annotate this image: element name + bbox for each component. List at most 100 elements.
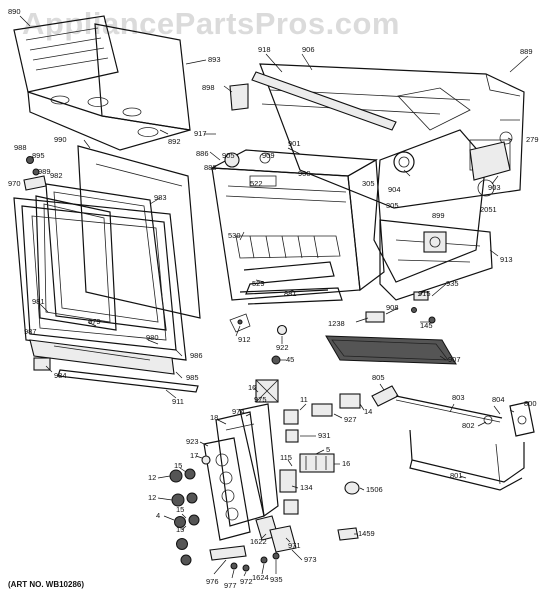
callout-895: 895 (32, 151, 45, 160)
rotisserie-motor[interactable] (509, 401, 535, 437)
callout-909: 909 (262, 151, 275, 160)
callout-915: 915 (418, 289, 431, 298)
thermostat[interactable] (279, 469, 299, 515)
callout-1459: 1459 (358, 529, 375, 538)
rotisserie-receptacle[interactable] (344, 481, 360, 495)
callout-908: 908 (386, 303, 399, 312)
rotisserie-motor-cover[interactable] (255, 379, 279, 403)
broil-element[interactable] (243, 261, 335, 295)
callout-971: 971 (288, 541, 301, 550)
callout-989: 989 (38, 167, 51, 176)
rotisserie-bushing[interactable] (276, 324, 288, 336)
oven-light-switch[interactable] (337, 527, 359, 541)
callout-15b: 15 (176, 505, 184, 514)
callout-18: 18 (210, 413, 218, 422)
callout-975: 975 (254, 395, 267, 404)
rotisserie-spit[interactable] (395, 395, 503, 425)
vent-bracket[interactable] (229, 83, 249, 111)
callout-979: 979 (88, 317, 101, 326)
fuse-holders[interactable] (230, 552, 280, 572)
control-backsplash[interactable] (203, 437, 251, 541)
callout-145: 145 (420, 321, 433, 330)
callout-899: 899 (432, 211, 445, 220)
callout-4: 4 (156, 511, 160, 520)
bottom-broil-pan[interactable] (325, 335, 457, 365)
door-gasket[interactable] (45, 183, 167, 331)
callout-900: 900 (298, 169, 311, 178)
callout-881: 881 (284, 289, 297, 298)
lock-motor[interactable] (423, 231, 447, 253)
floor-bracket[interactable] (229, 313, 251, 333)
callout-918: 918 (258, 45, 271, 54)
signal-light-lens[interactable] (201, 455, 211, 465)
callout-890: 890 (8, 7, 21, 16)
callout-115: 115 (280, 453, 292, 462)
wire-connector[interactable] (269, 525, 297, 553)
callout-805: 805 (372, 373, 385, 382)
callout-2051: 2051 (480, 205, 497, 214)
callout-980: 980 (146, 333, 159, 342)
callout-1506: 1506 (366, 485, 383, 494)
oven-door-outer[interactable] (13, 197, 187, 361)
infinite-switches[interactable] (283, 393, 361, 443)
clock-timer[interactable] (209, 545, 247, 561)
art-number-label: (ART NO. WB10286) (8, 580, 85, 589)
callout-903: 903 (488, 183, 501, 192)
callout-935a: 935 (446, 279, 459, 288)
callout-905: 905 (222, 151, 235, 160)
callout-889: 889 (520, 47, 533, 56)
callout-800: 800 (524, 399, 537, 408)
callout-12a: 12 (148, 473, 156, 482)
callout-988: 988 (14, 143, 27, 152)
cooktop-main-panel[interactable] (27, 23, 191, 151)
callout-907: 907 (448, 355, 461, 364)
callout-134: 134 (300, 483, 313, 492)
rotisserie-handle[interactable] (371, 385, 399, 407)
callout-911: 911 (172, 397, 184, 406)
oven-light-socket[interactable] (224, 152, 271, 168)
callout-923: 923 (186, 437, 199, 446)
callout-886: 886 (196, 149, 209, 158)
callout-976: 976 (206, 577, 219, 586)
callout-16a: 16 (248, 383, 256, 392)
door-handle[interactable] (29, 339, 175, 375)
oven-rack-upper[interactable] (235, 235, 341, 259)
callout-15a: 15 (174, 461, 182, 470)
leader-lines (19, 15, 529, 579)
callout-982: 982 (50, 171, 63, 180)
callout-901: 901 (288, 139, 301, 148)
hinge-receptor-pair[interactable] (365, 291, 436, 324)
callout-888: 888 (204, 163, 217, 172)
callout-984: 984 (54, 371, 67, 380)
cooktop-top-panel[interactable] (13, 15, 119, 93)
callout-labels: 890 893 892 918 906 889 898 279 917 990 … (8, 7, 539, 590)
callout-804: 804 (492, 395, 505, 404)
door-hinge-pins[interactable] (23, 156, 47, 191)
door-hinge-clip[interactable] (33, 357, 51, 371)
callout-45: 45 (286, 355, 294, 364)
top-trim-strip[interactable] (251, 71, 397, 131)
rotisserie-rack[interactable] (409, 429, 525, 491)
callout-522: 522 (250, 179, 263, 188)
selector-switch[interactable] (299, 453, 335, 473)
latch-assembly[interactable] (373, 129, 511, 283)
callout-931: 931 (318, 431, 331, 440)
callout-803: 803 (452, 393, 465, 402)
callout-985: 985 (186, 373, 199, 382)
callout-987: 987 (24, 327, 37, 336)
callout-305b: 305 (386, 201, 399, 210)
callout-15c: 15 (176, 525, 184, 534)
indicator-light[interactable] (271, 355, 281, 365)
door-inner-panel[interactable] (77, 145, 201, 319)
callout-912: 912 (238, 335, 251, 344)
control-knobs[interactable] (169, 468, 200, 566)
callout-983: 983 (154, 193, 167, 202)
callout-5: 5 (326, 445, 330, 454)
callout-981: 981 (32, 297, 45, 306)
callout-11: 11 (300, 395, 308, 404)
door-trim-strip[interactable] (57, 369, 199, 393)
callout-892: 892 (168, 137, 181, 146)
bake-element[interactable] (239, 287, 343, 305)
callout-970: 970 (8, 179, 21, 188)
